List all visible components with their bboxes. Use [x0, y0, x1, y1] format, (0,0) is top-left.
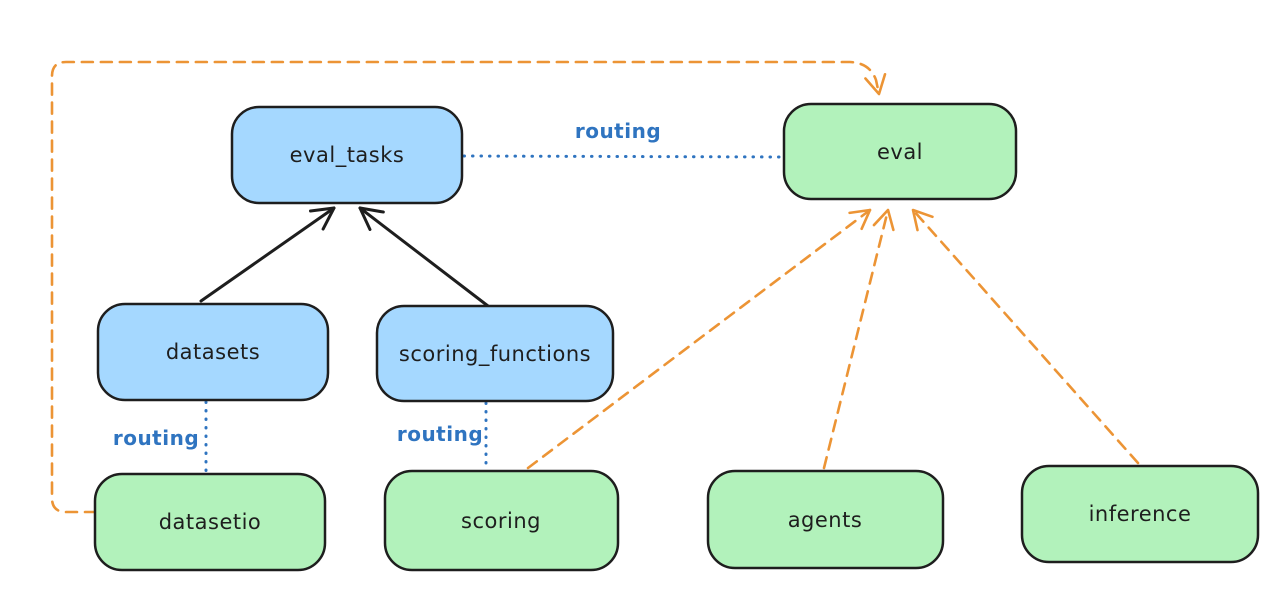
node-inference: inference [1020, 464, 1260, 564]
edge-datasets-to-eval-tasks-arrow [199, 206, 336, 303]
edge-eval-tasks-to-eval-dotted [462, 154, 784, 159]
node-scoring-functions-box [375, 304, 615, 403]
node-inference-box [1020, 464, 1260, 564]
node-datasets-label: datasets [166, 340, 260, 364]
edge-scoring-functions-to-eval-tasks-arrow [358, 206, 490, 308]
node-scoring-functions-label: scoring_functions [399, 342, 591, 367]
node-eval-tasks-box [230, 105, 464, 205]
node-scoring-functions: scoring_functions [375, 304, 615, 403]
node-datasets-box [96, 302, 330, 402]
routing-label-scoring-functions-scoring: routing [397, 422, 483, 446]
node-scoring-box [383, 469, 620, 572]
node-eval-tasks: eval_tasks [230, 105, 464, 205]
edge-agents-to-eval-dashed-arrow [822, 208, 895, 470]
node-eval-box [782, 102, 1018, 201]
node-eval-tasks-label: eval_tasks [290, 143, 405, 168]
node-agents: agents [706, 469, 945, 570]
node-datasetio-label: datasetio [159, 510, 262, 534]
routing-label-eval-tasks-eval: routing [575, 119, 661, 143]
edge-inference-to-eval-dashed-arrow [911, 208, 1140, 465]
routing-label-datasets-datasetio: routing [113, 426, 199, 450]
node-inference-label: inference [1089, 502, 1192, 526]
node-eval-label: eval [877, 140, 923, 164]
edge-scoring-to-eval-dashed-arrow [526, 208, 872, 470]
node-datasetio-box [93, 472, 327, 572]
node-scoring: scoring [383, 469, 620, 572]
node-agents-box [706, 469, 945, 570]
edge-datasetio-to-eval-dashed-arrow [50, 60, 887, 514]
node-scoring-label: scoring [461, 509, 541, 533]
node-agents-label: agents [788, 508, 863, 532]
node-datasets: datasets [96, 302, 330, 402]
node-datasetio: datasetio [93, 472, 327, 572]
node-eval: eval [782, 102, 1018, 201]
